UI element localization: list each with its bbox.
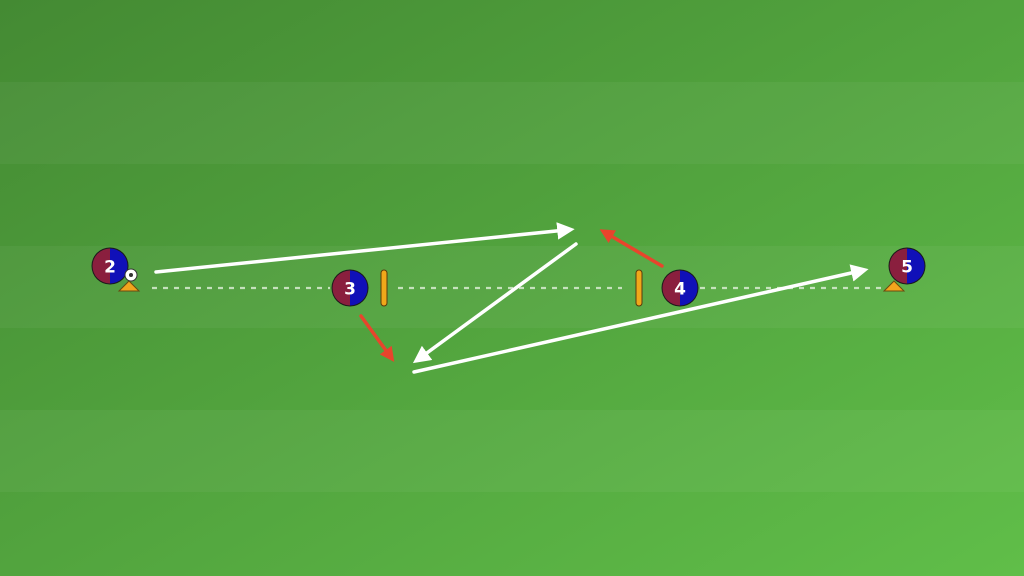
pass-3-to-5: [412, 264, 869, 374]
player-number: 2: [104, 258, 116, 278]
pass-4-to-3: [412, 242, 578, 364]
soccer-ball-icon[interactable]: [124, 268, 138, 282]
run-arrows: [359, 229, 664, 362]
player-4[interactable]: 4: [661, 269, 699, 307]
cone-icon: [117, 280, 141, 292]
player-number: 3: [344, 280, 356, 300]
run-player-3: [359, 314, 395, 362]
player-3[interactable]: 3: [331, 269, 369, 307]
player-number: 5: [901, 258, 913, 278]
player-2[interactable]: 2: [91, 247, 129, 285]
pole-icon: [380, 269, 388, 307]
grass-stripes: [0, 82, 1024, 492]
player-5[interactable]: 5: [888, 247, 926, 285]
run-player-4: [599, 229, 664, 268]
pass-lines: [154, 222, 869, 374]
player-number: 4: [674, 280, 686, 300]
pass-2-to-4: [154, 222, 575, 274]
cone-icon: [882, 280, 906, 292]
pole-icon: [635, 269, 643, 307]
